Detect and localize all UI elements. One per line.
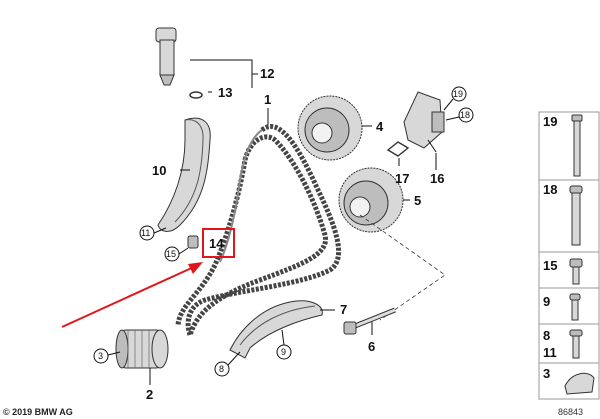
callout-3: 3 <box>98 351 103 361</box>
legend-label-11: 11 <box>543 345 557 360</box>
clip-17[interactable] <box>386 141 410 157</box>
callout-18: 18 <box>460 110 470 120</box>
callout-5: 5 <box>414 193 421 208</box>
callout-6: 6 <box>368 339 375 354</box>
bolt-9-icon <box>569 293 581 321</box>
red-arrow-icon <box>61 262 203 328</box>
callout-8: 8 <box>219 364 224 374</box>
callout-circle-18 <box>458 107 474 123</box>
clip-13[interactable] <box>189 91 203 99</box>
timing-chain[interactable] <box>175 124 342 343</box>
callout-11: 11 <box>141 228 150 238</box>
bolt-15-icon <box>569 258 583 285</box>
legend-label-3: 3 <box>543 366 550 381</box>
crank-sprocket-2[interactable] <box>115 329 169 369</box>
tensioner-rail-10[interactable] <box>157 117 211 232</box>
callout-13: 13 <box>218 85 232 100</box>
key-3-icon <box>564 372 595 395</box>
legend-label-9: 9 <box>543 294 550 309</box>
bolt-12[interactable] <box>155 27 177 86</box>
callout-19: 19 <box>453 89 463 99</box>
callout-14: 14 <box>209 236 224 251</box>
long-bolt-icon <box>571 114 583 177</box>
callout-16: 16 <box>430 171 444 186</box>
callout-12: 12 <box>260 66 274 81</box>
callout-9: 9 <box>281 347 286 357</box>
camshaft-adjuster-4[interactable] <box>297 95 363 161</box>
central-bolt-6[interactable] <box>343 307 396 335</box>
callout-1: 1 <box>264 92 271 107</box>
callout-7: 7 <box>340 302 347 317</box>
legend-label-18: 18 <box>543 182 557 197</box>
alignment-line <box>359 214 446 321</box>
callout-17: 17 <box>395 171 409 186</box>
legend-label-19: 19 <box>543 114 557 129</box>
callout-circle-8 <box>214 361 230 377</box>
legend-label-8: 8 <box>543 328 550 343</box>
fastener-legend: 19 18 15 9 8 11 3 <box>538 111 600 400</box>
copyright-text: © 2019 BMW AG <box>3 407 73 417</box>
callout-4: 4 <box>376 119 384 134</box>
callout-circle-19 <box>451 86 467 102</box>
callout-2: 2 <box>146 387 153 402</box>
sensor-15[interactable] <box>187 235 199 249</box>
legend-label-15: 15 <box>543 258 557 273</box>
diagram-number: 86843 <box>558 407 583 417</box>
guide-rail-7[interactable] <box>229 300 323 359</box>
solenoid-16[interactable] <box>403 91 445 153</box>
callout-circle-3 <box>93 348 109 364</box>
callout-10: 10 <box>152 163 166 178</box>
callout-15: 15 <box>166 249 176 259</box>
highlight-box-14[interactable] <box>202 228 235 258</box>
bolt-18-icon <box>569 185 583 246</box>
bolt-8-11-icon <box>569 329 583 359</box>
camshaft-adjuster-5[interactable] <box>338 167 404 233</box>
